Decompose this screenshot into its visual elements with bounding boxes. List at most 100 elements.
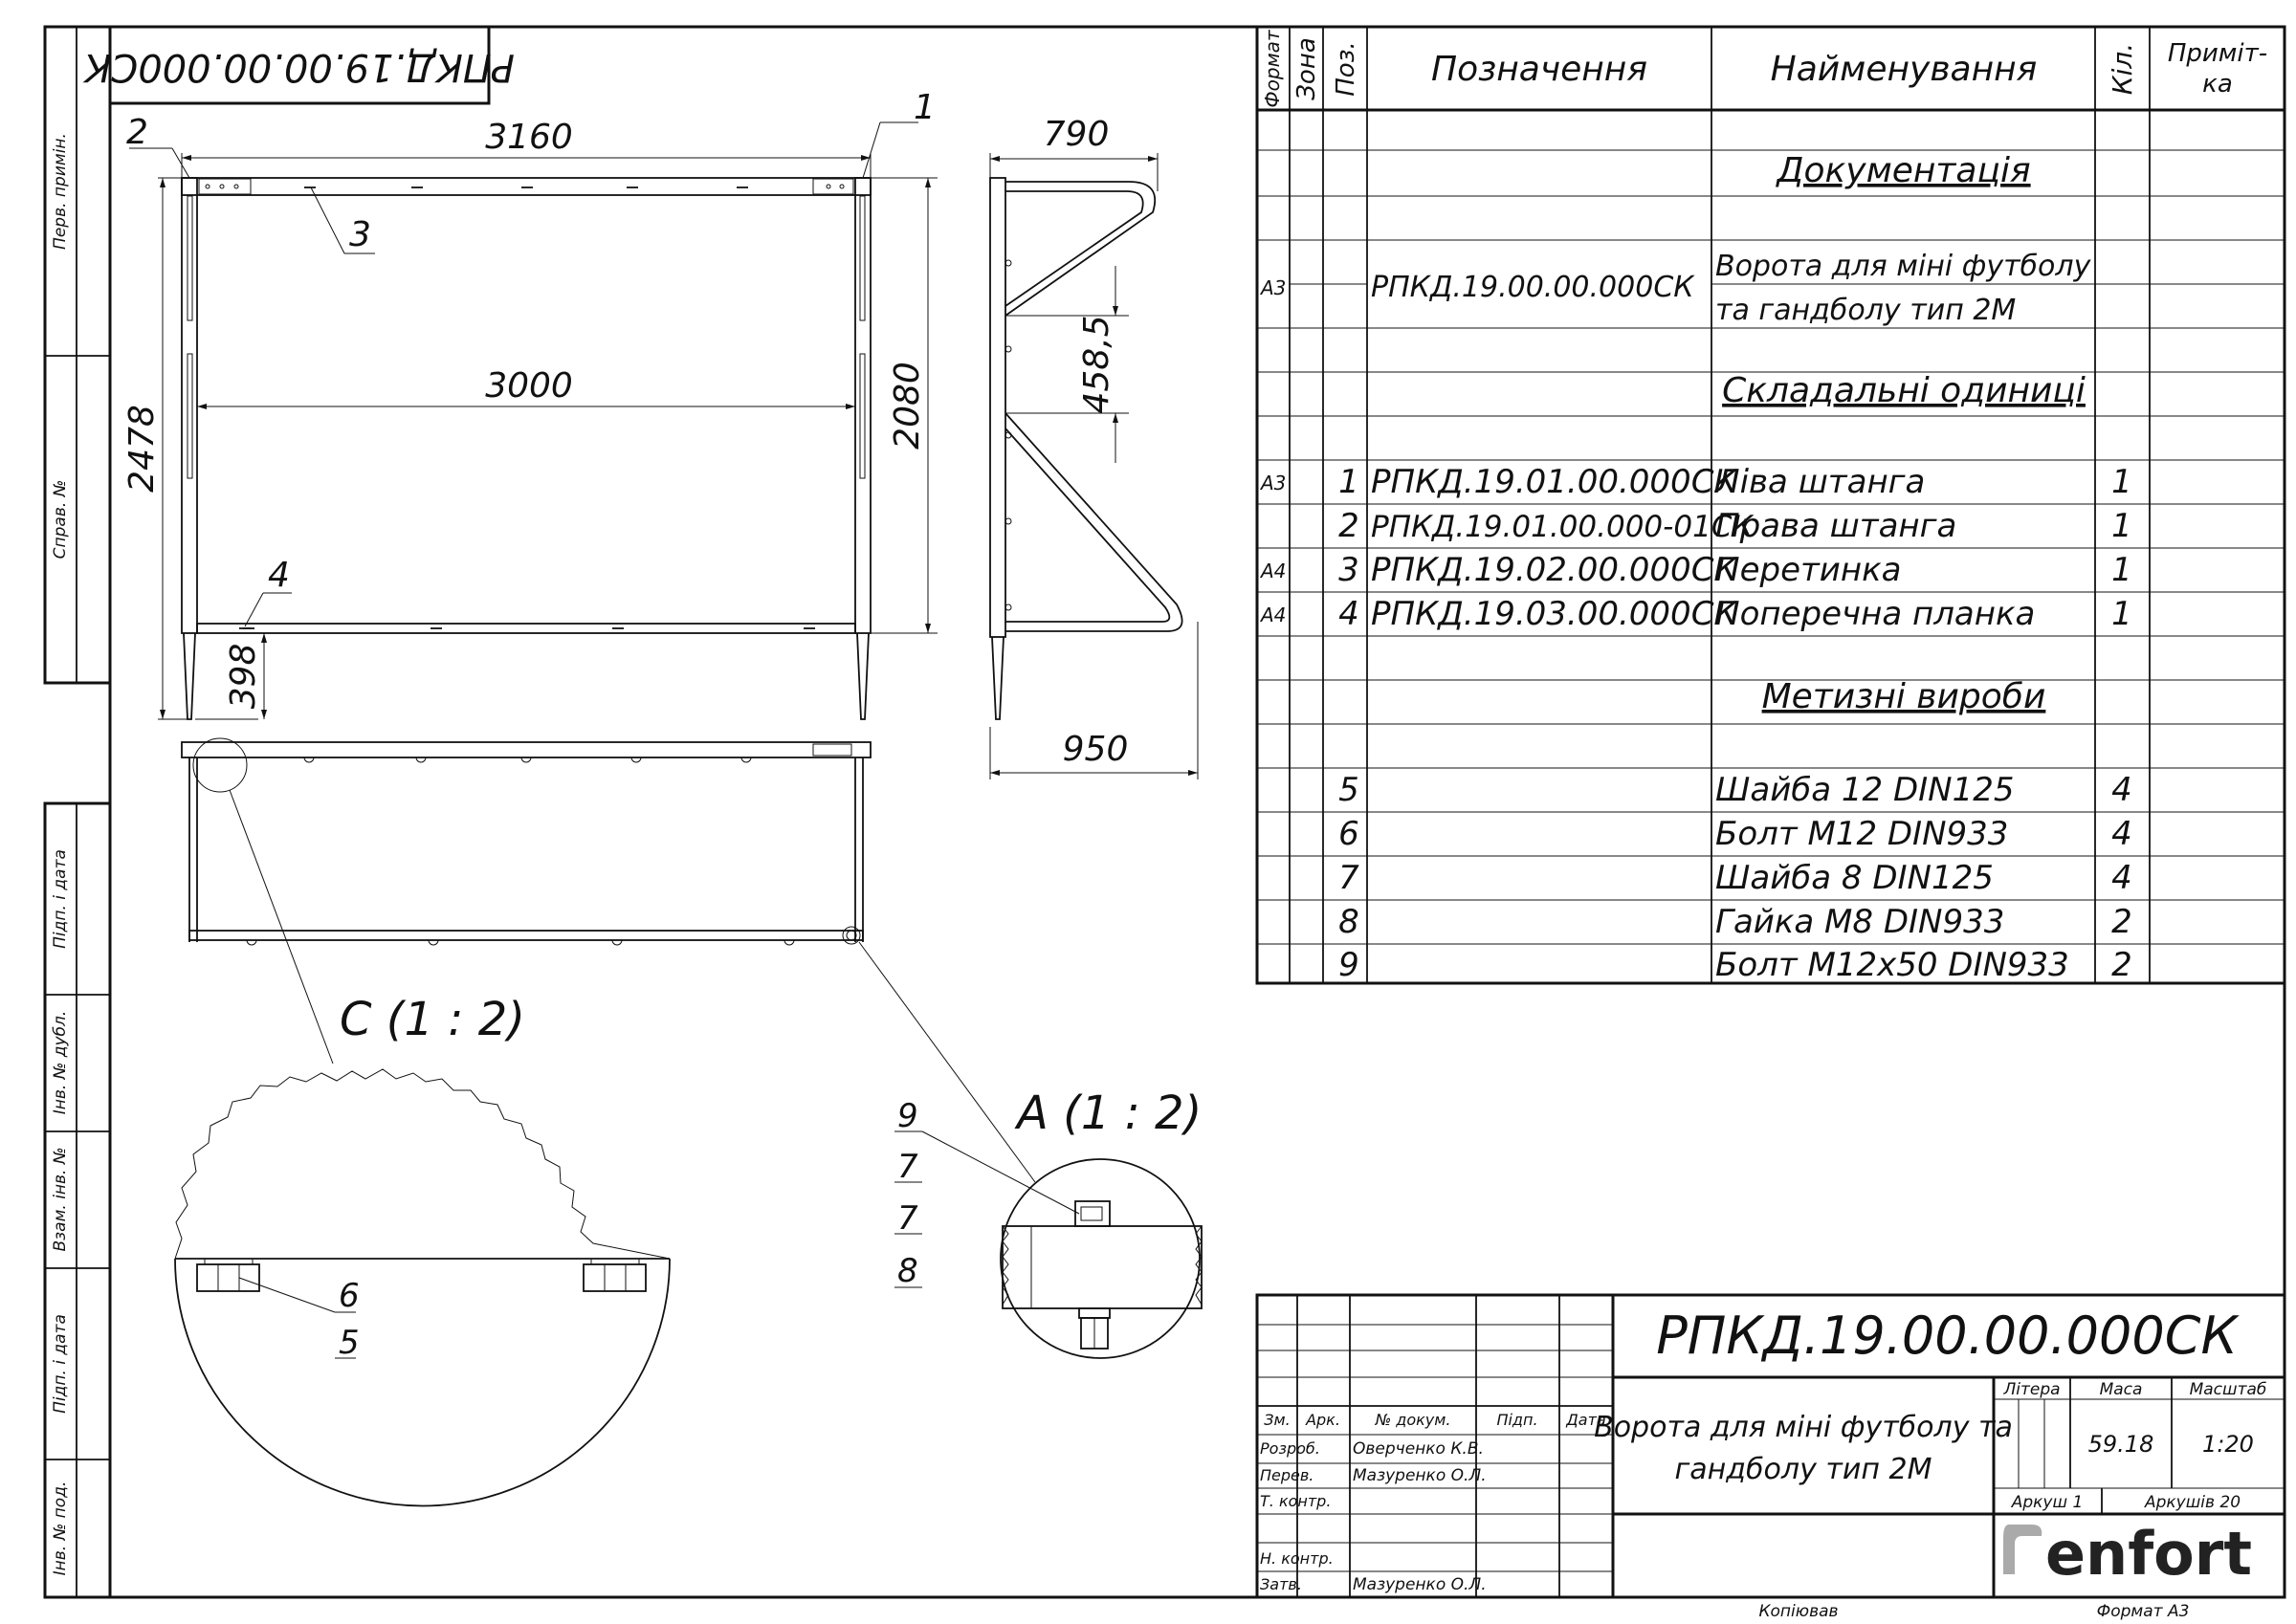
- svg-text:Гайка М8 DIN933: Гайка М8 DIN933: [1715, 903, 2004, 941]
- svg-text:enfort: enfort: [2045, 1519, 2252, 1589]
- svg-text:Шайба 12 DIN125: Шайба 12 DIN125: [1715, 771, 2015, 809]
- svg-text:Оверченко К.В.: Оверченко К.В.: [1353, 1439, 1484, 1459]
- svg-text:РПКД.19.01.00.000СК: РПКД.19.01.00.000СК: [1371, 463, 1738, 501]
- label-perv-primin: Перв. примін.: [51, 133, 70, 250]
- svg-text:РПКД.19.03.00.000СК: РПКД.19.03.00.000СК: [1371, 595, 1738, 633]
- header-designation: Позначення: [1431, 50, 1647, 89]
- svg-text:Шайба 8 DIN125: Шайба 8 DIN125: [1715, 859, 1994, 897]
- svg-text:1: 1: [2111, 595, 2132, 633]
- dim-950: 950: [1063, 730, 1129, 769]
- callout-3: 3: [349, 215, 371, 254]
- svg-text:А4: А4: [1259, 560, 1286, 582]
- value-scale: 1:20: [2202, 1431, 2254, 1458]
- svg-text:Розроб.: Розроб.: [1260, 1439, 1320, 1458]
- callout-7a: 7: [897, 1148, 918, 1186]
- header-pos: Поз.: [1332, 41, 1360, 97]
- header-qty: Кіл.: [2107, 43, 2138, 95]
- svg-text:РПКД.19.01.00.000-01СК: РПКД.19.01.00.000-01СК: [1371, 510, 1755, 544]
- svg-text:Підп.: Підп.: [1496, 1411, 1537, 1429]
- table-row: 2 РПКД.19.01.00.000-01СК Права штанга 1: [1338, 507, 2132, 545]
- detail-a-title: А (1 : 2): [1014, 1086, 1202, 1140]
- header-format: Формат: [1261, 29, 1284, 107]
- callout-2: 2: [126, 113, 148, 152]
- header-mass: Маса: [2100, 1380, 2143, 1399]
- svg-text:1: 1: [2111, 507, 2132, 545]
- table-row: 6 Болт М12 DIN933 4: [1338, 815, 2132, 853]
- mirrored-stamp: РПКД.19.00.00.000СК: [82, 25, 515, 105]
- svg-text:Болт М12 DIN933: Болт М12 DIN933: [1715, 815, 2008, 853]
- table-row: 5 Шайба 12 DIN125 4: [1338, 771, 2132, 809]
- sheet-number: Аркуш 1: [2011, 1493, 2084, 1512]
- value-mass: 59.18: [2088, 1431, 2154, 1458]
- svg-text:4: 4: [2111, 859, 2132, 897]
- svg-text:1: 1: [1338, 463, 1359, 501]
- dim-458-5: 458,5: [1077, 315, 1116, 413]
- label-vzam-inv: Взам. інв. №: [51, 1147, 70, 1251]
- svg-text:5: 5: [1338, 771, 1359, 809]
- title-doc-code: РПКД.19.00.00.000СК: [1656, 1306, 2240, 1366]
- table-row: 8 Гайка М8 DIN933 2: [1338, 903, 2132, 941]
- svg-text:9: 9: [1338, 946, 1359, 984]
- svg-text:Болт М12х50 DIN933: Болт М12х50 DIN933: [1715, 946, 2069, 984]
- svg-text:3: 3: [1338, 551, 1359, 589]
- callout-7b: 7: [897, 1199, 918, 1238]
- svg-text:№ докум.: № докум.: [1375, 1411, 1451, 1429]
- left-margin-strip: Перв. примін. Справ. № Підп. і дата Інв.…: [43, 25, 112, 1599]
- dim-3160: 3160: [485, 118, 573, 157]
- top-view: [181, 737, 1036, 1183]
- label-pidp-data-2: Підп. і дата: [51, 1314, 70, 1414]
- callout-4: 4: [268, 556, 290, 595]
- table-row: 9 Болт М12х50 DIN933 2: [1338, 946, 2132, 984]
- doc-name-1: Ворота для міні футболу: [1715, 250, 2092, 283]
- svg-text:2: 2: [1338, 507, 1359, 545]
- label-inv-pod: Інв. № под.: [51, 1481, 70, 1576]
- dim-2478: 2478: [122, 405, 162, 493]
- dim-398: 398: [224, 644, 263, 710]
- svg-text:Дата: Дата: [1565, 1411, 1605, 1429]
- doc-name-2: та гандболу тип 2М: [1715, 294, 2016, 327]
- callout-5: 5: [339, 1324, 360, 1362]
- svg-text:РПКД.19.00.00.000СК: РПКД.19.00.00.000СК: [82, 45, 515, 89]
- detail-c: С (1 : 2) 6 5: [174, 993, 671, 1507]
- svg-text:А3: А3: [1259, 472, 1286, 494]
- svg-text:Мазуренко О.Л.: Мазуренко О.Л.: [1353, 1466, 1487, 1485]
- doc-format: А3: [1259, 276, 1286, 299]
- table-row: 7 Шайба 8 DIN125 4: [1338, 859, 2132, 897]
- title-product-2: гандболу тип 2М: [1675, 1453, 1932, 1486]
- side-view: 790 458,5 950: [989, 115, 1199, 779]
- detail-a: А (1 : 2) 9 7 7 8: [894, 1086, 1203, 1359]
- callout-6: 6: [339, 1277, 360, 1315]
- header-litera: Літера: [2002, 1380, 2060, 1399]
- svg-text:4: 4: [2111, 815, 2132, 853]
- specification-table: Формат Зона Поз. Позначення Найменування…: [1255, 25, 2286, 985]
- label-sprav-no: Справ. №: [51, 480, 70, 560]
- svg-text:Арк.: Арк.: [1305, 1411, 1340, 1429]
- section-assemblies: Складальні одиниці: [1722, 371, 2086, 410]
- header-note-1: Приміт-: [2168, 39, 2267, 68]
- callout-1: 1: [914, 88, 936, 127]
- svg-text:Права штанга: Права штанга: [1715, 507, 1956, 545]
- header-note-2: ка: [2202, 70, 2233, 99]
- table-row: А3 1 РПКД.19.01.00.000СК Ліва штанга 1: [1259, 463, 2132, 501]
- svg-text:4: 4: [1338, 595, 1359, 633]
- header-zone: Зона: [1292, 37, 1321, 100]
- table-row: А4 4 РПКД.19.03.00.000СК Поперечна планк…: [1259, 595, 2132, 633]
- title-block: РПКД.19.00.00.000СК Ворота для міні футб…: [1255, 1293, 2286, 1599]
- svg-text:А4: А4: [1259, 604, 1286, 626]
- format-label: Формат А3: [2097, 1602, 2190, 1621]
- doc-designation: РПКД.19.00.00.000СК: [1371, 271, 1695, 304]
- front-view: 3160 3000 2478 2080 398 1 2 3 4: [122, 88, 938, 720]
- callout-9: 9: [897, 1097, 918, 1135]
- sheet-total: Аркушів 20: [2144, 1493, 2241, 1512]
- svg-text:РПКД.19.02.00.000СК: РПКД.19.02.00.000СК: [1371, 551, 1738, 589]
- section-docs: Документація: [1775, 151, 2030, 190]
- svg-text:1: 1: [2111, 551, 2132, 589]
- svg-text:1: 1: [2111, 463, 2132, 501]
- svg-text:Н. контр.: Н. контр.: [1260, 1549, 1334, 1568]
- label-inv-dubl: Інв. № дубл.: [51, 1011, 70, 1115]
- svg-text:Мазуренко О.Л.: Мазуренко О.Л.: [1353, 1575, 1487, 1594]
- svg-text:Поперечна планка: Поперечна планка: [1715, 595, 2035, 633]
- svg-text:Перетинка: Перетинка: [1715, 551, 1902, 589]
- dim-3000: 3000: [485, 366, 573, 406]
